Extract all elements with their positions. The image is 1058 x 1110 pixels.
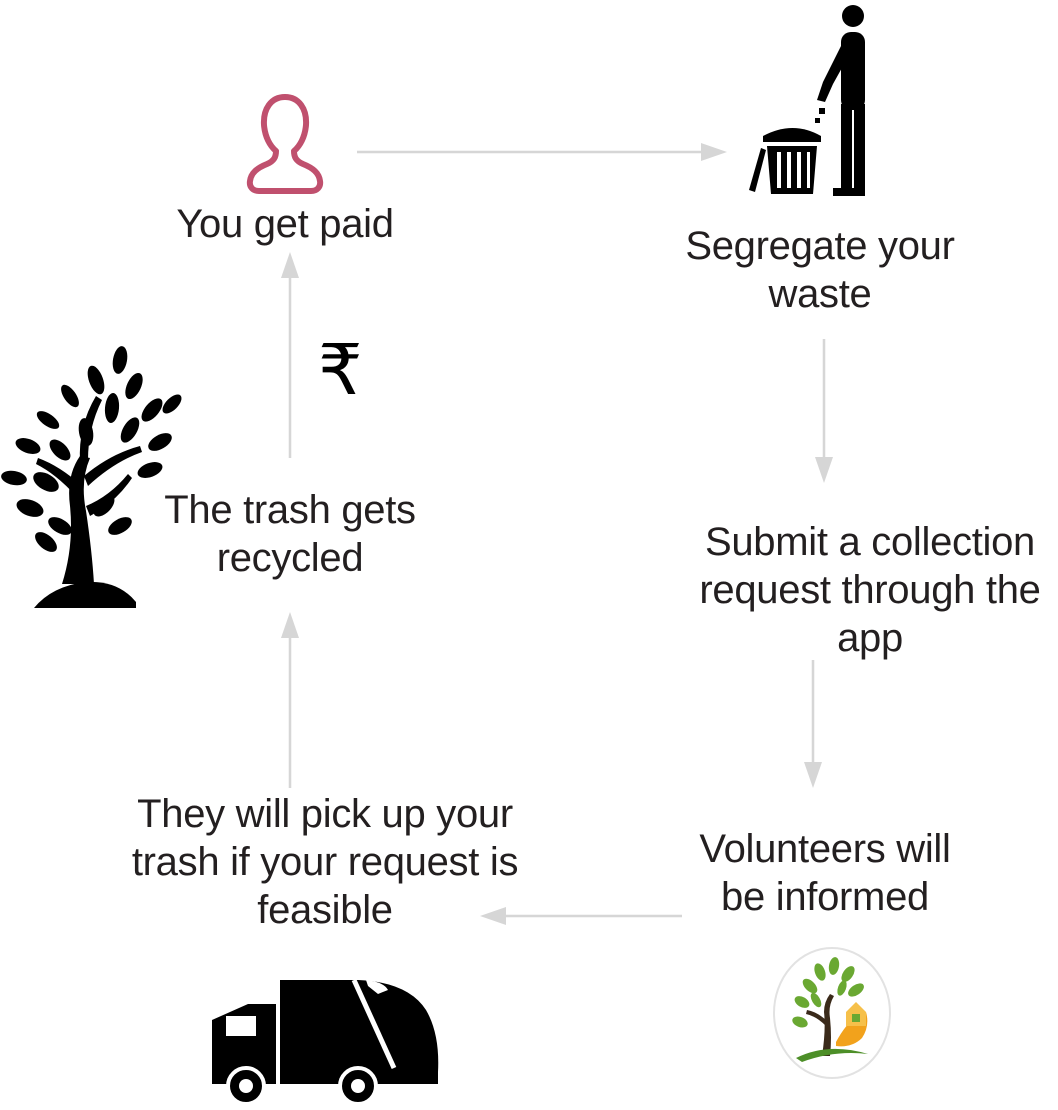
step-segregate-waste: Segregate your waste	[685, 224, 955, 316]
arrow-recycled-to-paid	[281, 252, 299, 458]
arrow-segregate-to-submit	[815, 339, 833, 483]
rupee-icon: ₹	[318, 329, 363, 411]
arrow-volunteers-to-pickup	[480, 907, 682, 925]
step-submit-request: Submit a collection request through the …	[699, 520, 1041, 660]
app-logo-icon	[772, 946, 892, 1080]
person-icon	[245, 93, 325, 195]
step-trash-gets-recycled: The trash gets recycled	[164, 488, 416, 580]
step-pick-up-trash: They will pick up your trash if your req…	[131, 792, 519, 932]
tree-icon	[0, 346, 190, 612]
person-dumping-trash-icon	[745, 2, 875, 198]
garbage-truck-icon	[208, 976, 444, 1106]
arrow-paid-to-segregate	[357, 143, 727, 161]
step-volunteers-informed: Volunteers will be informed	[699, 827, 951, 919]
arrow-submit-to-volunteers	[804, 660, 822, 788]
arrow-pickup-to-recycled	[281, 612, 299, 788]
step-you-get-paid: You get paid	[176, 202, 394, 246]
